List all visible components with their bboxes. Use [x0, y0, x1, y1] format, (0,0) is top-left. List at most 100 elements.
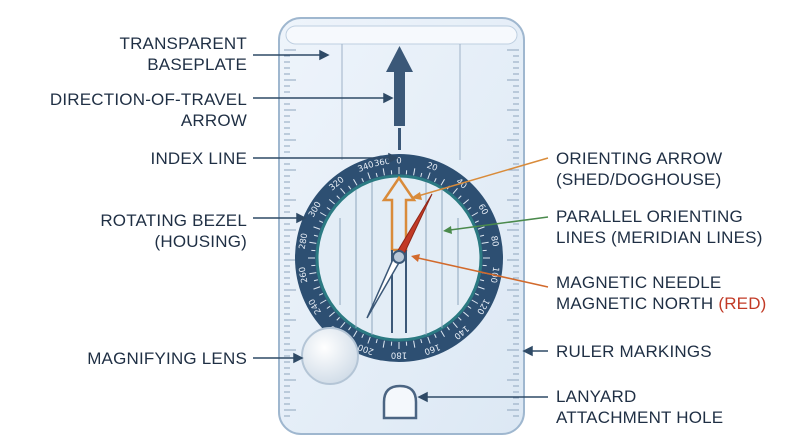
bezel-tick [458, 195, 462, 199]
bezel-tick [326, 305, 331, 309]
bezel-tick [467, 207, 472, 211]
bezel-tick [309, 272, 317, 275]
bezel-tick [413, 340, 416, 348]
label-index-line: INDEX LINE [151, 148, 247, 169]
label-parallel-orienting-lines: PARALLEL ORIENTING LINES (MERIDIAN LINES… [556, 206, 763, 248]
label-line: ATTACHMENT HOLE [556, 408, 724, 427]
bezel-tick [340, 187, 346, 194]
right-ruler-markings [507, 49, 519, 417]
bezel-tick [413, 168, 416, 176]
bezel-tick [440, 178, 445, 186]
direction-of-travel-arrow [386, 46, 413, 126]
leader-orienting-arrow [411, 157, 549, 200]
bezel-number: 0 [396, 157, 401, 167]
bezel-tick [375, 339, 378, 344]
bezel-tick [427, 172, 431, 180]
bezel-tick [313, 234, 318, 237]
label-line: MAGNETIC NEEDLE [556, 273, 722, 292]
bezel-tick [463, 311, 470, 317]
label-orienting-arrow: ORIENTING ARROW (SHED/DOGHOUSE) [556, 148, 722, 190]
bezel-tick [427, 336, 431, 344]
bezel-tick [319, 212, 327, 217]
label-line: PARALLEL ORIENTING [556, 207, 743, 226]
bezel-tick [319, 293, 324, 296]
bezel-tick [420, 172, 423, 177]
bezel-tick [452, 322, 458, 329]
bezel-tick [336, 195, 340, 199]
bezel-tick [353, 330, 358, 338]
bezel-tick [446, 326, 450, 331]
bezel-tick [480, 234, 485, 237]
bezel-tick [434, 333, 437, 338]
bezel-tick [340, 322, 346, 329]
bezel-tick [467, 305, 472, 309]
bezel-number: 80 [488, 235, 500, 247]
bezel-tick [474, 293, 479, 296]
bezel-tick [477, 286, 485, 290]
bezel-tick [458, 317, 462, 321]
bezel-tick [481, 241, 489, 244]
leader-lines-left [253, 49, 399, 364]
bezel-tick-marks [308, 167, 490, 349]
bezel-tick [336, 317, 340, 321]
label-magnifying-lens: MAGNIFYING LENS [87, 348, 247, 369]
bezel-tick [326, 207, 331, 211]
label-ruler-markings: RULER MARKINGS [556, 341, 712, 362]
bezel-tick [313, 286, 321, 290]
label-line: BASEPLATE [147, 55, 247, 74]
bezel-tick [309, 241, 317, 244]
bezel-number: 180 [391, 350, 407, 360]
lanyard-attachment-hole [382, 384, 418, 420]
leader-lines-right [417, 345, 548, 403]
leader-orienting-lines [443, 216, 549, 234]
label-line: ROTATING BEZEL [100, 211, 247, 230]
bezel-tick [452, 187, 458, 194]
bezel-number: 280 [298, 232, 311, 250]
label-line: MAGNIFYING LENS [87, 349, 247, 368]
bezel-tick [319, 220, 324, 223]
bezel-tick [319, 299, 327, 304]
bezel-tick [328, 311, 335, 317]
label-line: ORIENTING ARROW [556, 149, 723, 168]
label-line-with-red: MAGNETIC NORTH (RED) [556, 293, 767, 314]
bezel-tick [474, 220, 479, 223]
label-magnetic-needle: MAGNETIC NEEDLE MAGNETIC NORTH (RED) [556, 272, 767, 314]
label-line: LANYARD [556, 387, 637, 406]
magnetic-needle [366, 193, 433, 319]
label-line: TRANSPARENT [119, 34, 247, 53]
label-line: RULER MARKINGS [556, 342, 712, 361]
label-rotating-bezel: ROTATING BEZEL (HOUSING) [100, 210, 247, 252]
bezel-tick [440, 330, 445, 338]
label-line: (SHED/DOGHOUSE) [556, 170, 722, 189]
baseplate-top-band [285, 25, 518, 45]
bezel-tick [348, 185, 352, 190]
label-line: MAGNETIC NORTH [556, 294, 714, 313]
bezel-number: 260 [298, 266, 311, 284]
bezel-tick [434, 178, 437, 183]
bezel-tick [463, 199, 470, 205]
label-line: ARROW [180, 111, 247, 130]
bezel-tick [480, 279, 485, 282]
bezel-tick [382, 340, 385, 348]
bezel-tick [477, 226, 485, 230]
bezel-tick [361, 178, 364, 183]
label-lanyard-attachment-hole: LANYARD ATTACHMENT HOLE [556, 386, 723, 428]
bezel-tick [353, 178, 358, 186]
magnifying-lens [301, 327, 359, 385]
label-line: INDEX LINE [150, 149, 247, 168]
bezel-tick [382, 168, 385, 176]
bezel-tick [313, 226, 321, 230]
bezel-tick [471, 299, 479, 304]
bezel-tick [361, 333, 364, 338]
bezel-tick [348, 326, 352, 331]
bezel-tick [420, 339, 423, 344]
label-line: DIRECTION-OF-TRAVEL [49, 90, 247, 109]
label-direction-of-travel-arrow: DIRECTION-OF-TRAVEL ARROW [50, 89, 247, 131]
bezel-number: 360 [373, 157, 391, 170]
bezel-tick [313, 279, 318, 282]
bezel-tick [367, 336, 371, 344]
bezel-tick [367, 172, 371, 180]
bezel-tick [375, 172, 378, 177]
